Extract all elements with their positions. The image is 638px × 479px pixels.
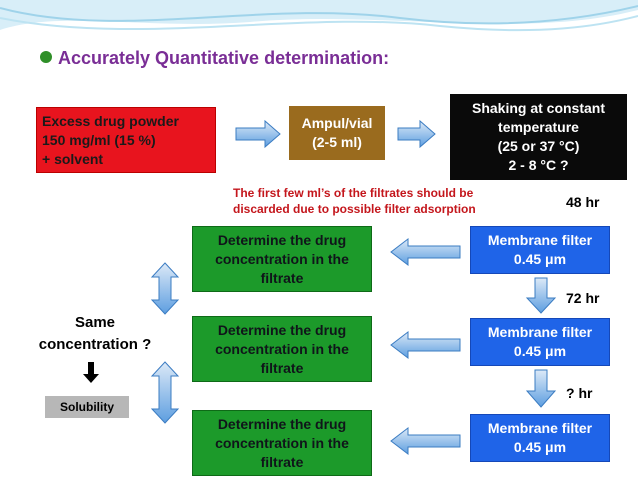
determine-3-line-3: filtrate (260, 453, 304, 470)
excess-drug-box: Excess drug powder 150 mg/ml (15 %) + so… (36, 107, 216, 173)
determine-2-line-3: filtrate (260, 359, 304, 376)
membrane-3-line-1: Membrane filter (487, 420, 593, 436)
determine-2-line-1: Determine the drug (217, 321, 347, 338)
ampul-line-2: (2-5 ml) (312, 134, 362, 150)
same-line-1: Same (74, 314, 116, 331)
membrane-1-line-1: Membrane filter (487, 232, 593, 248)
membrane-1-line-2: 0.45 μm (513, 251, 567, 267)
membrane-filter-box-2: Membrane filter 0.45 μm (470, 318, 610, 366)
solubility-label: Solubility (60, 399, 114, 414)
ampul-line-1: Ampul/vial (301, 115, 373, 131)
note-line-1: The first few ml’s of the filtrates shou… (233, 186, 474, 200)
arrow-down-2 (525, 369, 557, 408)
arrow-left-2 (390, 330, 461, 360)
excess-line-3: + solvent (42, 150, 104, 167)
arrow-right-2 (397, 119, 436, 149)
shaking-line-4: 2 - 8 °C ? (508, 157, 569, 173)
determine-1-line-3: filtrate (260, 269, 304, 286)
arrow-left-3 (390, 426, 461, 456)
black-down-arrow (83, 362, 99, 383)
determine-3-line-1: Determine the drug (217, 415, 347, 432)
membrane-3-line-2: 0.45 μm (513, 439, 567, 455)
determine-1-line-2: concentration in the (215, 250, 349, 267)
note-line-2: discarded due to possible filter adsorpt… (233, 202, 476, 216)
determine-3-line-2: concentration in the (215, 434, 349, 451)
time-label-48: 48 hr (566, 194, 600, 210)
determine-box-2: Determine the drug concentration in the fi… (192, 316, 372, 382)
excess-line-1: Excess drug powder (42, 112, 179, 129)
same-line-2: concentration ? (38, 336, 152, 353)
shaking-line-1: Shaking at constant (471, 100, 606, 116)
arrow-right-1 (235, 119, 281, 149)
arrow-down-1 (525, 277, 557, 314)
shaking-line-2: temperature (498, 119, 579, 135)
double-arrow-1 (150, 262, 180, 315)
bullet-icon (40, 51, 52, 63)
double-arrow-2 (150, 361, 180, 424)
membrane-filter-box-1: Membrane filter 0.45 μm (470, 226, 610, 274)
shaking-box: Shaking at constant temperature (25 or 3… (450, 94, 627, 180)
ampul-vial-box: Ampul/vial (2-5 ml) (289, 106, 385, 160)
time-label-unknown: ? hr (566, 385, 593, 401)
filter-note: The first few ml’s of the filtrates shou… (233, 185, 476, 217)
determine-1-line-1: Determine the drug (217, 231, 347, 248)
membrane-2-line-1: Membrane filter (487, 324, 593, 340)
same-concentration-label: Same concentration ? (20, 312, 170, 356)
shaking-line-3: (25 or 37 °C) (497, 138, 580, 154)
time-label-72: 72 hr (566, 290, 600, 306)
arrow-left-1 (390, 237, 461, 267)
determine-box-1: Determine the drug concentration in the fi… (192, 226, 372, 292)
solubility-box: Solubility (45, 396, 129, 418)
membrane-2-line-2: 0.45 μm (513, 343, 567, 359)
determine-2-line-2: concentration in the (215, 340, 349, 357)
determine-box-3: Determine the drug concentration in the fi… (192, 410, 372, 476)
wave-header-decoration (0, 0, 638, 32)
page-heading: Accurately Quantitative determination: (40, 48, 389, 69)
excess-line-2: 150 mg/ml (15 %) (42, 131, 156, 148)
membrane-filter-box-3: Membrane filter 0.45 μm (470, 414, 610, 462)
